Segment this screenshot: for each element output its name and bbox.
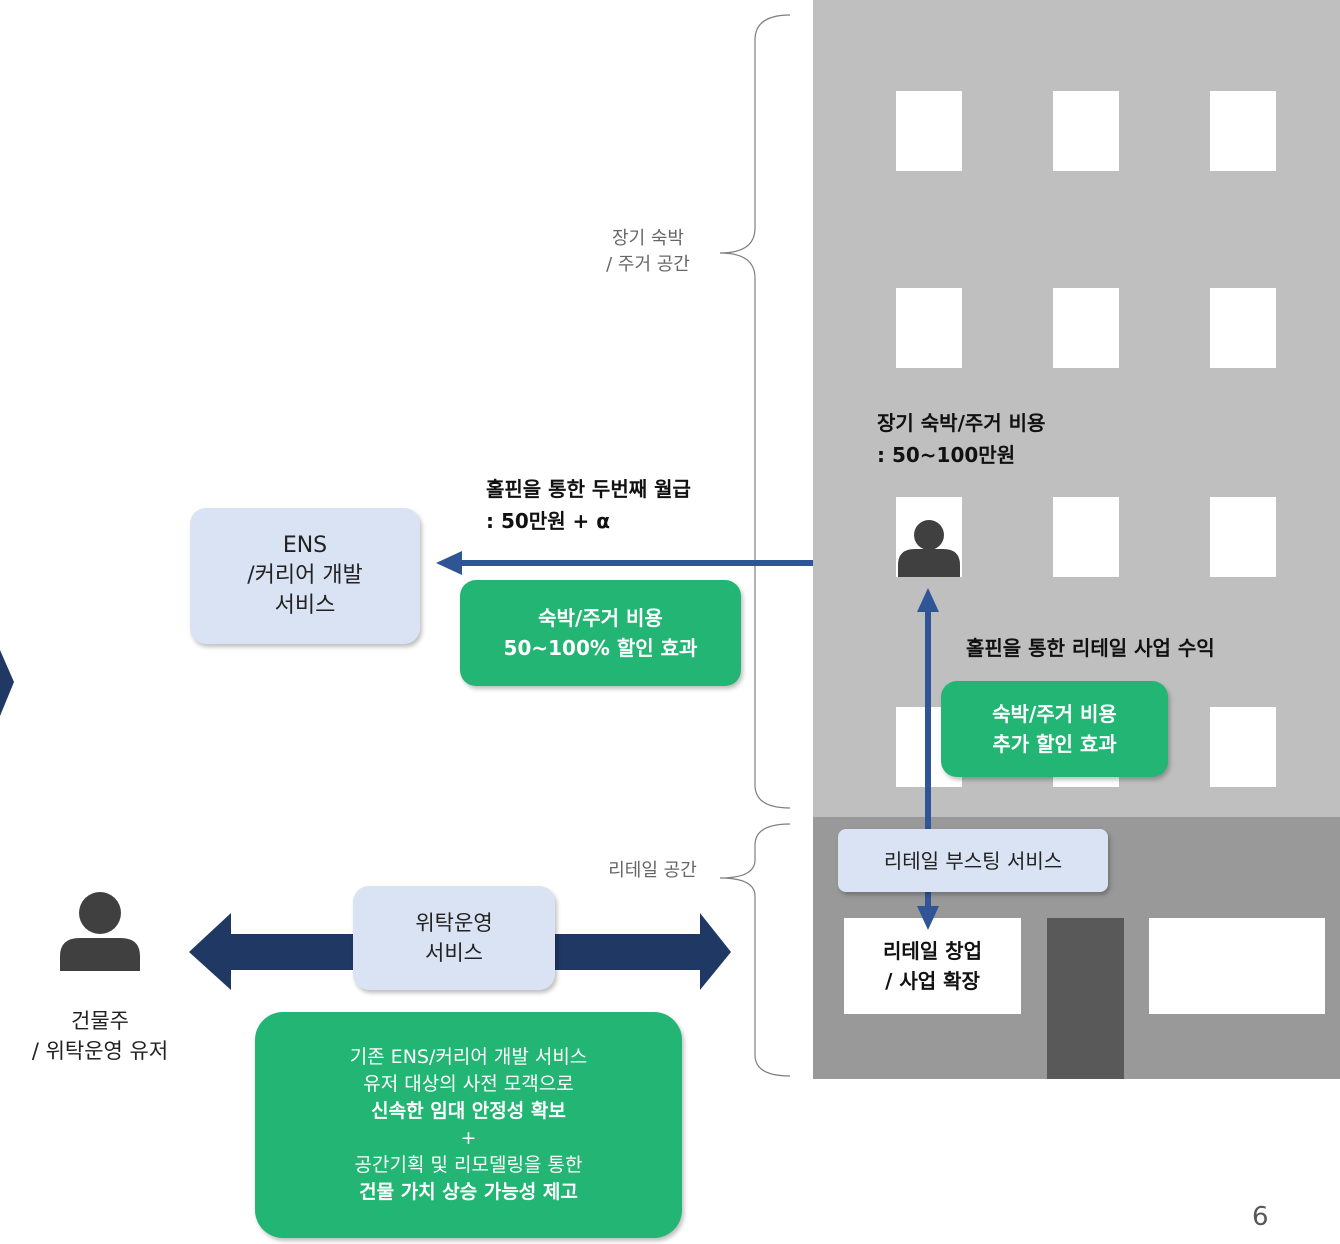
retail-startup-sign: 리테일 창업 / 사업 확장 [844,918,1021,1014]
owner-line2: / 위탁운영 유저 [31,1039,169,1063]
retail-income-label: 홀핀을 통한 리테일 사업 수익 [966,636,1215,660]
window [1210,707,1276,787]
extra-discount-line2: 추가 할인 효과 [992,732,1117,756]
window [1210,91,1276,171]
ens-box: ENS /커리어 개발 서비스 [190,508,420,644]
benefit-line5: 공간기획 및 리모델링을 통한 [354,1154,583,1176]
door [1047,918,1124,1079]
retail-startup-line2: / 사업 확장 [885,969,980,993]
retail-boost-box: 리테일 부스팅 서비스 [838,829,1108,892]
benefit-box: 기존 ENS/커리어 개발 서비스 유저 대상의 사전 모객으로 신속한 임대 … [255,1012,682,1238]
shop-window [1149,918,1325,1014]
income-line2: : 50만원 + α [486,509,611,533]
cost-line1: 장기 숙박/주거 비용 [877,411,1046,435]
retail-space-label: 리테일 공간 [608,860,697,881]
ens-line1: ENS [282,533,328,558]
benefit-line3: 신속한 임대 안정성 확보 [371,1100,566,1122]
ens-line3: 서비스 [274,593,336,618]
retail-startup-line1: 리테일 창업 [883,939,982,963]
benefit-line6: 건물 가치 상승 가능성 제고 [359,1181,578,1203]
ens-line2: /커리어 개발 [247,563,363,588]
extra-discount-line1: 숙박/주거 비용 [992,702,1117,726]
window [1053,497,1119,577]
person-icon [898,520,960,577]
left-arrow [436,551,813,575]
window [1053,288,1119,368]
benefit-line2: 유저 대상의 사전 모객으로 [363,1073,574,1095]
cost-line2: : 50~100만원 [877,443,1016,467]
trust-line2: 서비스 [425,941,483,965]
discount-line1: 숙박/주거 비용 [538,606,663,630]
brace [719,14,791,809]
edge-arrow [0,650,14,716]
extra-discount-box: 숙박/주거 비용 추가 할인 효과 [941,681,1168,777]
window [896,91,962,171]
long-stay-line2: / 주거 공간 [606,254,690,275]
trust-line1: 위탁운영 [415,911,493,935]
owner-line1: 건물주 [71,1009,129,1033]
long-stay-label: 장기 숙박 / 주거 공간 [588,226,708,278]
window [1210,497,1276,577]
trust-service-box: 위탁운영 서비스 [353,886,555,990]
page-number: 6 [1252,1202,1269,1232]
benefit-line4: + [460,1127,477,1149]
brace [719,823,791,1077]
owner-person-icon [60,892,140,971]
benefit-line1: 기존 ENS/커리어 개발 서비스 [349,1046,588,1068]
owner-label: 건물주 / 위탁운영 유저 [10,1006,190,1066]
income-line1: 홀핀을 통한 두번째 월급 [486,477,691,501]
discount-box: 숙박/주거 비용 50~100% 할인 효과 [460,580,741,686]
discount-line2: 50~100% 할인 효과 [503,636,698,660]
window [1053,91,1119,171]
cost-label: 장기 숙박/주거 비용 : 50~100만원 [877,407,1045,471]
long-stay-line1: 장기 숙박 [612,228,684,249]
window [1210,288,1276,368]
income-label: 홀핀을 통한 두번째 월급 : 50만원 + α [486,473,691,537]
window [896,288,962,368]
